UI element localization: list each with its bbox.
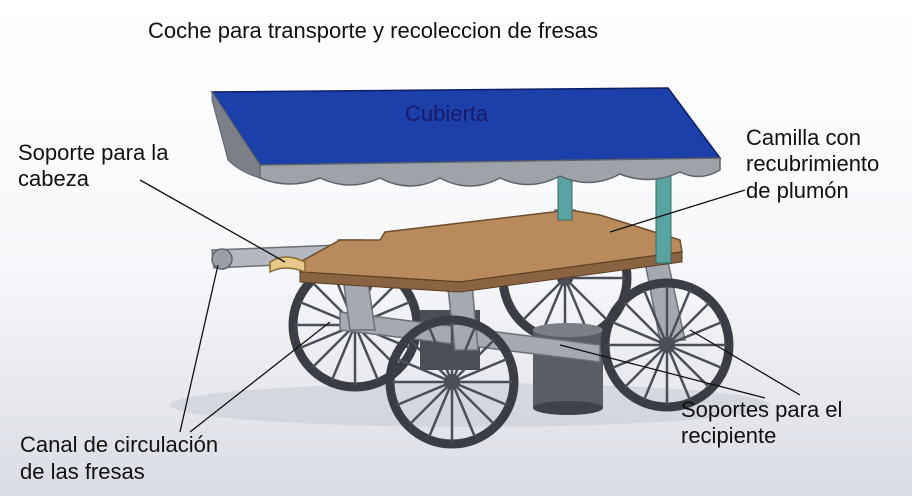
leader-camilla <box>609 189 746 233</box>
label-camilla-line2: recubrimiento <box>746 151 880 176</box>
front-wheel-left <box>385 315 519 449</box>
label-soportes-recipiente-line2: recipiente <box>681 423 777 448</box>
head-support <box>269 256 306 274</box>
label-soportes-recipiente-line1: Soportes para el <box>681 397 843 422</box>
leader-soportes-2 <box>559 344 766 399</box>
label-camilla-line3: de plumón <box>746 178 849 203</box>
ground-shadow <box>170 383 770 427</box>
front-wheel-right <box>600 278 734 412</box>
label-canal-line2: de las fresas <box>20 459 145 484</box>
stretcher-board <box>299 209 683 293</box>
leader-soportes-1 <box>689 329 801 396</box>
label-soporte-cabeza-line1: Soporte para la <box>18 140 169 165</box>
label-soporte-cabeza-line2: cabeza <box>18 166 89 191</box>
label-camilla-line1: Camilla con <box>746 125 861 150</box>
diagram-title: Coche para transporte y recoleccion de f… <box>148 18 599 43</box>
label-cubierta: Cubierta <box>405 101 489 126</box>
leader-lines <box>139 179 801 433</box>
label-canal-line1: Canal de circulación <box>20 432 219 457</box>
leader-canal-1 <box>179 264 219 433</box>
canopy <box>210 87 722 187</box>
leader-canal-2 <box>189 321 331 433</box>
leader-soporte-cabeza <box>139 179 286 263</box>
